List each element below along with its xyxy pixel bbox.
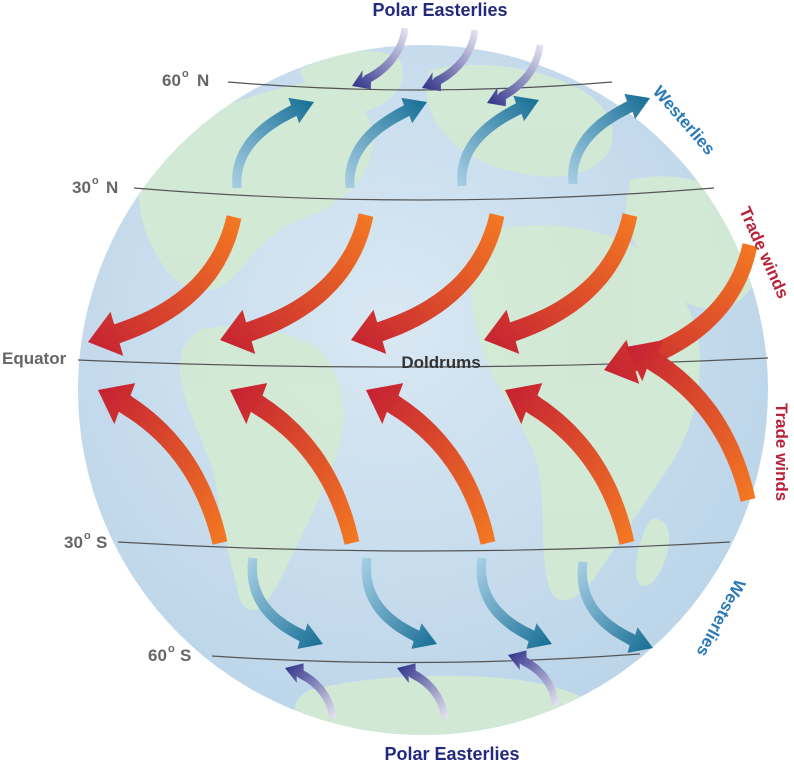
lat-30n-degree: o	[92, 175, 99, 187]
polar-easterlies-south-label: Polar Easterlies	[384, 744, 519, 761]
polar-easterly-arrow-south-3	[508, 650, 560, 706]
trade-wind-arrow-north-3	[351, 213, 505, 354]
trade-wind-arrow-south-5	[626, 340, 756, 502]
lat-60n-dir: N	[197, 71, 209, 90]
lat-60s-dir: S	[180, 646, 191, 665]
lat-60s-number: 60	[148, 646, 167, 665]
polar-easterly-arrow-north-1	[352, 27, 409, 90]
lat-label-60n: 60 o N	[162, 68, 209, 90]
lat-line-30n	[133, 187, 715, 201]
lat-line-60s	[211, 653, 641, 664]
westerly-arrow-north-4	[568, 93, 650, 185]
lat-line-30s	[117, 541, 731, 552]
lat-60n-degree: o	[182, 68, 189, 80]
polar-easterly-arrow-north-2	[422, 29, 479, 92]
trade-wind-arrow-north-4	[484, 213, 638, 354]
land-greenland	[300, 51, 404, 111]
westerly-arrow-south-2	[361, 557, 437, 649]
lat-60n-number: 60	[162, 71, 181, 90]
lat-30s-number: 30	[64, 533, 83, 552]
wind-arrows	[88, 27, 758, 719]
lat-30n-number: 30	[72, 178, 91, 197]
polar-easterly-arrow-south-1	[285, 663, 337, 719]
westerly-arrow-south-1	[247, 557, 323, 649]
polar-easterlies-north-label: Polar Easterlies	[372, 0, 507, 20]
lat-label-60s: 60 o S	[148, 643, 191, 665]
trade-wind-arrow-south-1	[98, 383, 228, 545]
westerly-arrow-north-2	[345, 97, 427, 189]
trade-wind-arrow-north-2	[220, 213, 374, 354]
lat-30s-degree: o	[84, 530, 91, 542]
trade-wind-arrow-south-3	[366, 383, 496, 545]
trade-wind-arrow-south-2	[230, 383, 360, 545]
westerly-arrow-north-3	[457, 95, 539, 187]
lat-line-60n	[227, 81, 613, 91]
lat-label-30n: 30 o N	[72, 175, 118, 197]
lat-30n-dir: N	[106, 178, 118, 197]
polar-easterly-arrow-north-3	[487, 44, 544, 107]
westerly-arrow-north-1	[232, 97, 314, 189]
westerly-arrow-south-4	[577, 561, 653, 653]
land-north-america	[139, 80, 373, 291]
doldrums-label: Doldrums	[401, 353, 480, 372]
trade-wind-arrow-north-1	[88, 215, 242, 356]
westerly-arrow-south-3	[476, 557, 552, 649]
trade-wind-arrow-south-4	[505, 383, 635, 545]
trade-winds-south-label: Trade winds	[772, 403, 791, 501]
land-south-america	[180, 326, 344, 611]
lat-label-30s: 30 o S	[64, 530, 107, 552]
lat-30s-dir: S	[96, 533, 107, 552]
land-islands	[520, 124, 549, 156]
polar-easterly-arrow-south-2	[397, 663, 449, 719]
equator-label: Equator	[2, 349, 67, 368]
lat-60s-degree: o	[168, 643, 175, 655]
land-madagascar	[635, 519, 670, 586]
